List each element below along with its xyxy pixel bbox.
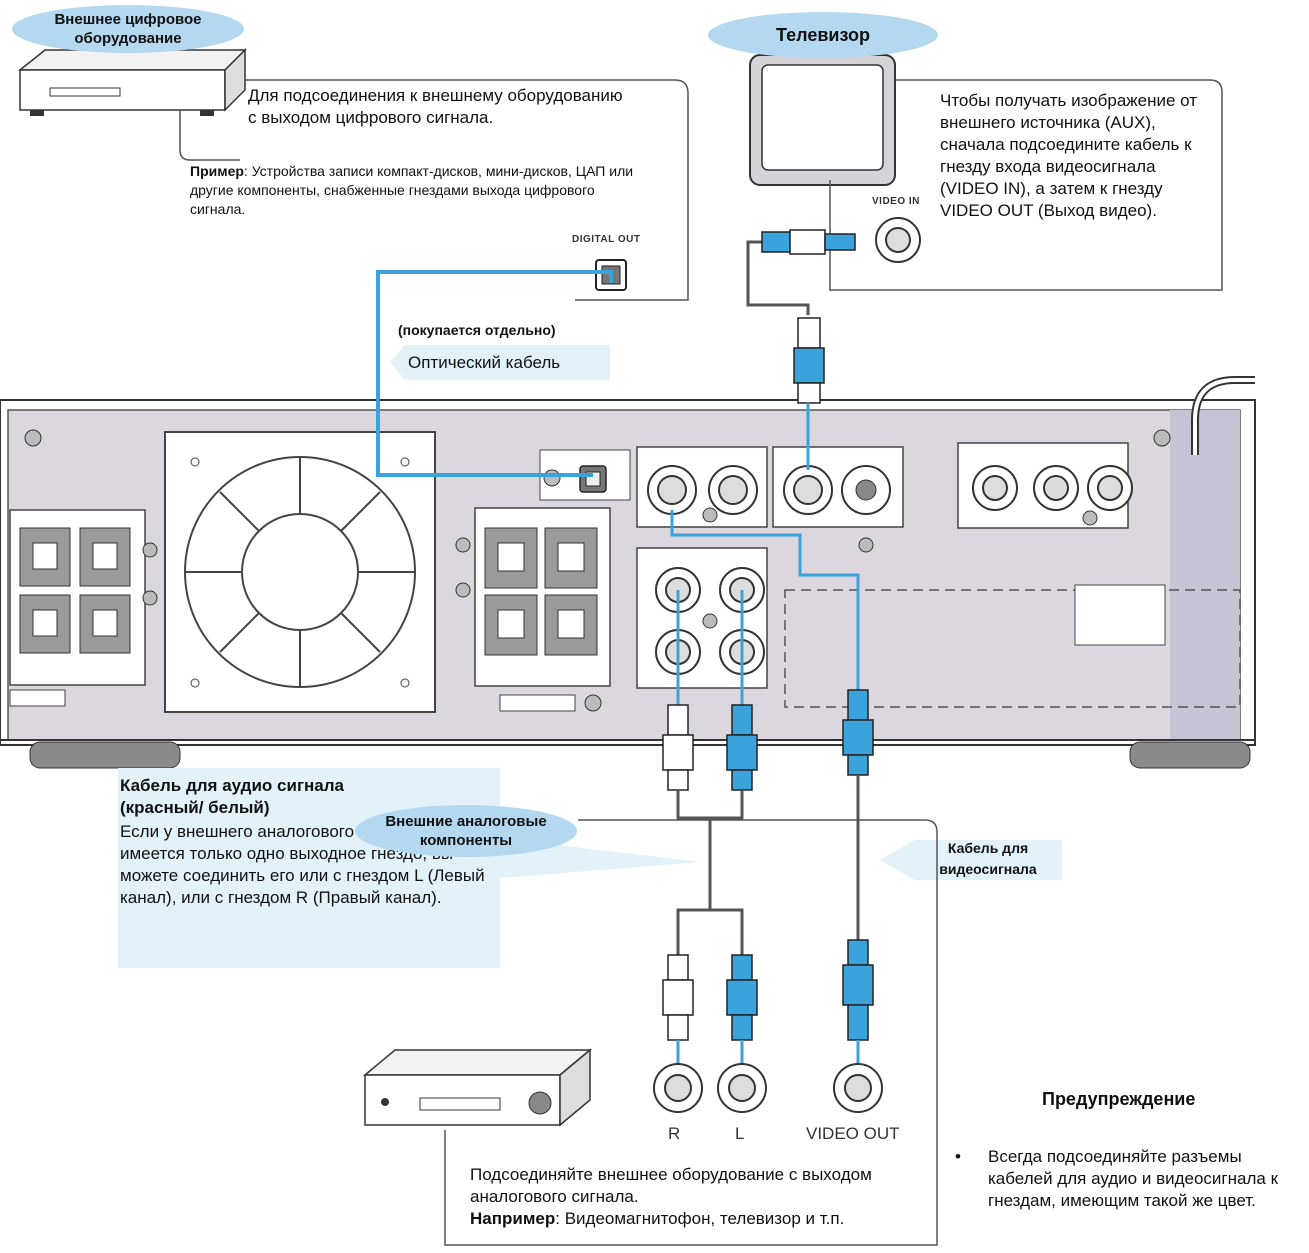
optical-cable-label: Оптический кабель xyxy=(408,353,561,372)
warning-text: Всегда подсоединяйте разъемы кабелей для… xyxy=(988,1147,1279,1210)
voltage-area xyxy=(784,584,1241,708)
audio-plugs-receiver xyxy=(662,590,758,935)
tv-panel xyxy=(829,79,1223,291)
audio-in-block xyxy=(636,547,768,689)
tv-label: Телевизор xyxy=(776,24,870,45)
audio-cable-title: Кабель для аудио сигнала (красный/ белый… xyxy=(120,775,490,819)
video-plug-receiver xyxy=(842,689,874,940)
cooling-fan xyxy=(164,431,436,713)
vcr-icon xyxy=(362,1048,593,1127)
video-out-block xyxy=(772,446,904,553)
digital-equipment-oval: Внешнее цифровое оборудование xyxy=(12,5,244,53)
warning-title: Предупреждение xyxy=(1042,1089,1196,1109)
analog-description: Подсоединяйте внешнее оборудование с вых… xyxy=(470,1165,872,1206)
audio-cable-callout xyxy=(118,768,500,968)
analog-example-text: : Видеомагнитофон, телевизор и т.п. xyxy=(555,1209,845,1228)
sold-separately: (покупается отдельно) xyxy=(398,322,556,338)
video-cable-tv xyxy=(746,229,856,470)
digital-device-icon xyxy=(17,48,247,116)
digital-description: Для подсоединения к внешнему оборудовани… xyxy=(248,86,623,127)
analog-plugs xyxy=(662,935,874,1085)
digital-example-label: Пример xyxy=(190,163,244,179)
audio-cable-pointer xyxy=(500,838,700,878)
video-cable-tab xyxy=(880,840,1062,880)
component-video-out-block xyxy=(957,442,1133,529)
audio-cable-title-line2: (красный/ белый) xyxy=(120,798,270,817)
digital-example: Пример: Устройства записи компакт-дисков… xyxy=(190,162,650,219)
video-in-block xyxy=(636,446,768,528)
speaker-terminals-front xyxy=(142,507,611,712)
jack-label-video-out: VIDEO OUT xyxy=(806,1124,900,1143)
analog-equipment-panel xyxy=(444,819,938,1246)
digital-out-label: DIGITAL OUT xyxy=(572,234,641,245)
jumper-cable-video xyxy=(670,510,860,690)
jack-label-r: R xyxy=(668,1124,681,1143)
digital-equipment-label: Внешнее цифровое оборудование xyxy=(54,11,202,47)
tv-description: Чтобы получать изображение от внешнего и… xyxy=(940,91,1198,220)
tv-oval: Телевизор xyxy=(708,12,938,58)
analog-example-label: Например xyxy=(470,1209,556,1228)
speaker-terminals-left xyxy=(9,509,146,707)
audio-cable-title-line1: Кабель для аудио сигнала xyxy=(120,776,344,795)
tv-icon xyxy=(749,54,896,186)
digital-example-text: : Устройства записи компакт-дисков, мини… xyxy=(190,163,634,217)
analog-components-oval: Внешние аналоговые компоненты xyxy=(355,805,577,857)
optical-label-tab xyxy=(390,345,610,380)
video-in-label: VIDEO IN xyxy=(872,196,920,207)
analog-components-label: Внешние аналоговые компоненты xyxy=(385,813,547,849)
video-cable-label: Кабель для видеосигнала xyxy=(939,840,1037,877)
analog-example: Например: Видеомагнитофон, телевизор и т… xyxy=(470,1208,900,1230)
warning-bullet-marker: • xyxy=(955,1147,961,1166)
optical-cable xyxy=(376,270,613,477)
jack-label-l: L xyxy=(735,1124,745,1143)
